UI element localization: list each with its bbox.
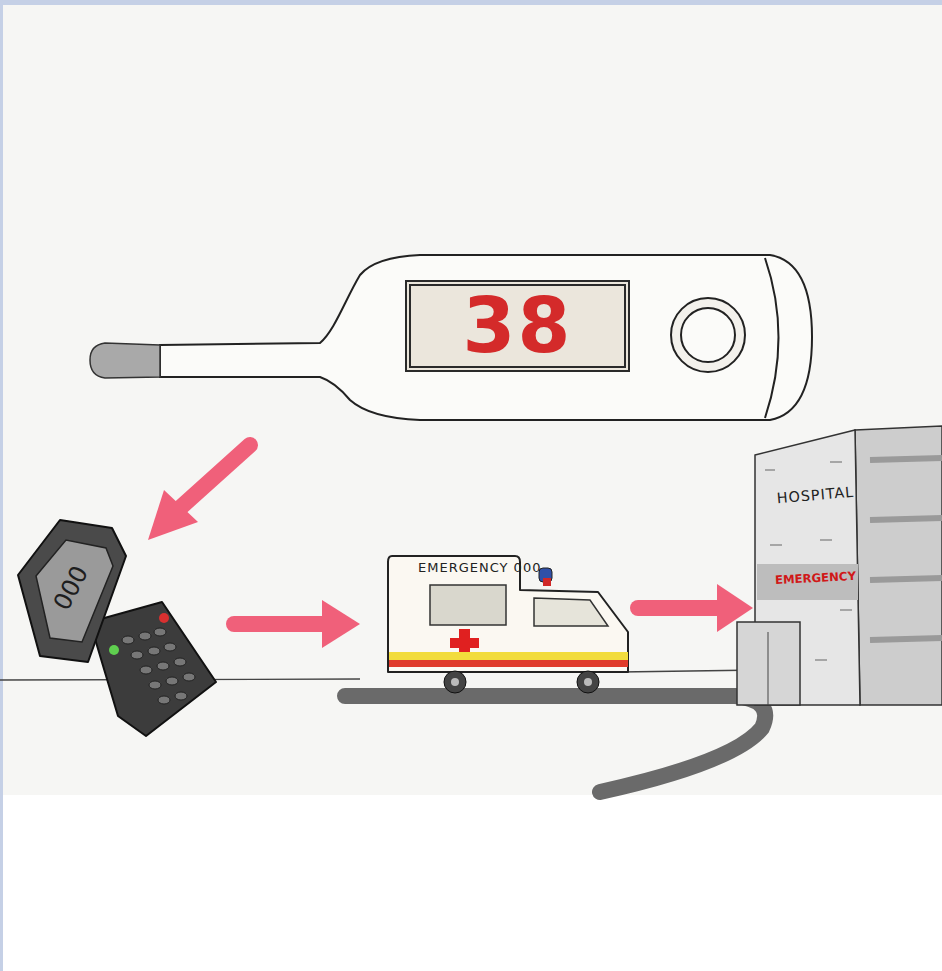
hospital: HOSPITAL EMERGENCY (755, 440, 876, 705)
frame-left (0, 0, 3, 971)
siren-light-red (543, 578, 551, 586)
hubcap (584, 678, 592, 686)
display-box: 38 (405, 280, 630, 372)
pink-arrow (234, 616, 326, 632)
connector-line (638, 600, 719, 616)
wheel (577, 671, 599, 693)
hospital-door (737, 622, 800, 705)
ambulance-body (388, 556, 628, 672)
pink-arrow (180, 445, 250, 508)
phone-call-button (109, 645, 119, 655)
connector-arrowhead (717, 584, 753, 632)
yellow-stripe (389, 652, 628, 660)
phone-keypad (122, 628, 195, 704)
thermometer-body (160, 255, 812, 420)
ambulance-cab-window (534, 598, 608, 626)
pink-arrowhead (148, 490, 198, 540)
node-text: 38 (463, 288, 573, 364)
node-text: EMERGENCY (755, 569, 877, 588)
node-text: EMERGENCY 000 (418, 561, 541, 575)
ambulance: EMERGENCY 000 (388, 556, 628, 671)
ambulance-window (430, 585, 506, 625)
phone-end-button (159, 613, 169, 623)
red-stripe (389, 660, 628, 667)
paper (3, 5, 942, 795)
phone-screen (36, 540, 113, 642)
door-split (768, 632, 769, 705)
node-text: HOSPITAL (755, 483, 877, 509)
hospital-side (855, 426, 942, 705)
phone-base (90, 602, 216, 736)
red-cross (450, 638, 479, 648)
hubcap (451, 678, 459, 686)
flow-arrow (638, 584, 753, 632)
wheel (444, 671, 466, 693)
hospital-side-shading (870, 458, 942, 640)
frame-top (0, 0, 942, 5)
thermometer-button-inner (681, 308, 735, 362)
pink-arrowhead (322, 600, 360, 648)
thermometer-tip (90, 343, 160, 378)
phone-lid (18, 520, 126, 662)
thermometer-button (671, 298, 745, 372)
road (345, 696, 765, 792)
thermometer-cap (765, 258, 779, 418)
